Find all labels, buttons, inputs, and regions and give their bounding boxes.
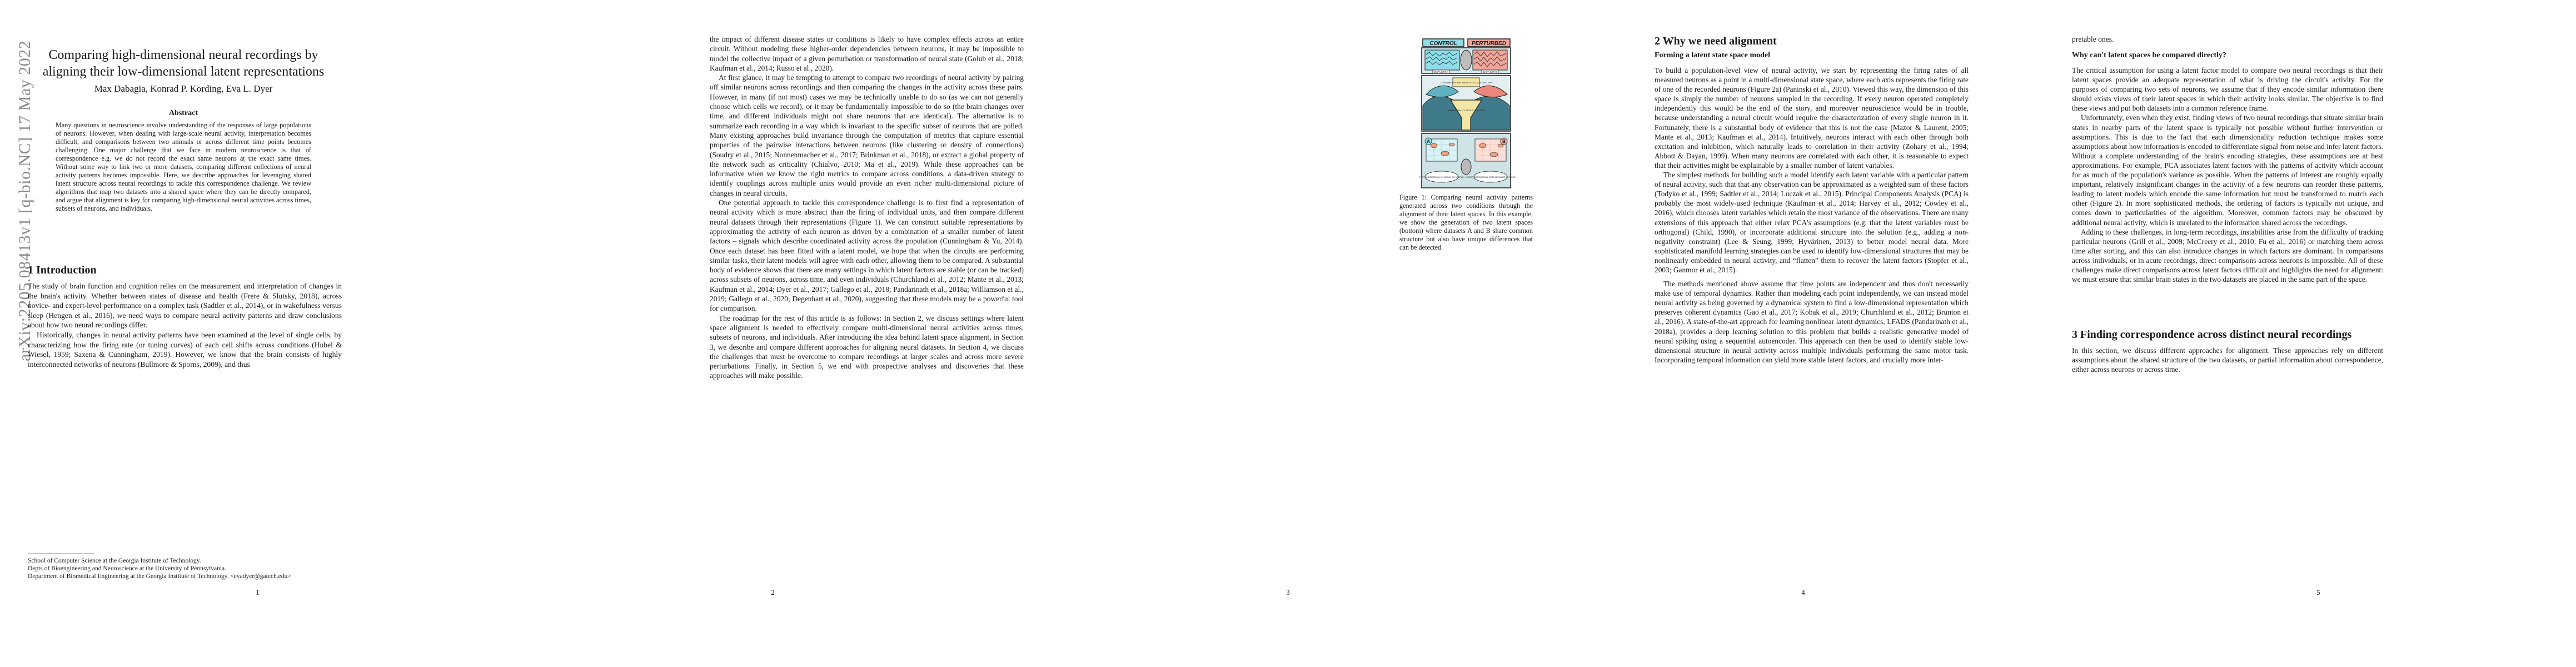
abstract-text: Many questions in neuroscience involve u… [56,121,311,212]
intro-body: The study of brain function and cognitio… [28,281,342,369]
paragraph: In this section, we discuss different ap… [2072,346,2383,374]
paragraph: The simplest methods for building such a… [1655,171,1969,274]
speech-bubble-right [1473,171,1508,183]
footnote: Depts of Bioengineering and Neuroscience… [28,565,227,572]
perturbed-banner [1467,38,1511,47]
paper-authors: Max Dabagia, Konrad P. Kording, Eva L. D… [94,83,273,94]
page-number: 2 [771,588,775,596]
section-2-heading: 2 Why we need alignment [1655,35,1777,47]
paragraph: the impact of different disease states o… [710,35,1024,72]
control-screen [1424,49,1460,71]
bubble-left-text: THEY UNDERSTAND MY BRAIN! SO USEFUL! [1419,176,1464,178]
page-4: 2 Why we need alignment Forming a latent… [1546,0,2061,667]
funnel-icon [1449,99,1483,131]
speech-bubble-left [1424,171,1459,183]
page-2-body: the impact of different disease states o… [710,34,1024,381]
data-set-a-label: DATA SET A [1434,71,1448,73]
section-3-body: In this section, we discuss different ap… [2072,346,2383,374]
latent-space-a: A [1424,137,1458,162]
perturbed-label: PERTURBED [1472,41,1506,47]
page-1: arXiv:2205.08413v1 [q-bio.NC] 17 May 202… [0,0,515,667]
page-5-lead: pretable ones. [2072,34,2383,44]
manifold-b-shape [1473,85,1508,98]
page-5-body: The critical assumption for using a late… [2072,66,2383,284]
paragraph: Adding to these challenges, in long-term… [2072,227,2383,284]
page-3: CONTROL PERTURBED DATA SET A DATA SET B [1030,0,1546,667]
paragraph: At first glance, it may be tempting to a… [710,73,1024,197]
intro-heading: 1 Introduction [28,264,97,276]
page-number: 5 [2316,588,2320,596]
paper-title: Comparing high-dimensional neural record… [42,48,325,79]
section-3-heading: 3 Finding correspondence across distinct… [2072,328,2352,341]
figure-1: CONTROL PERTURBED DATA SET A DATA SET B [1419,38,1516,188]
paragraph: The study of brain function and cognitio… [28,282,342,330]
subsection-heading: Forming a latent state space model [1655,51,1771,59]
figure-caption: Figure 1: Comparing neural activity patt… [1399,193,1533,251]
paragraph: To build a population-level view of neur… [1655,66,1969,170]
page-number: 1 [256,588,260,596]
panel-b-label: B [1502,139,1506,144]
latent-space-b: B [1474,137,1508,162]
low-dim-manifolds-label: LOW-DIMENSIONAL MANIFOLDS DATA DRILLING [1441,81,1492,84]
page-4-body: To build a population-level view of neur… [1655,66,1969,365]
footnotes: School of Computer Science at the Georgi… [28,557,342,580]
brain-creature-icon [1460,49,1472,71]
dimensionality-reduction-label: DIMENSIONALITY REDUCTION TOOL [1447,109,1486,112]
paragraph: Unfortunately, even when they exist, fin… [2072,113,2383,227]
control-banner [1422,38,1464,47]
control-label: CONTROL [1429,41,1457,47]
panel-a-label: A [1427,139,1430,144]
footnote: School of Computer Science at the Georgi… [28,558,201,564]
paragraph: pretable ones. [2072,35,2114,43]
page-2: the impact of different disease states o… [515,0,1030,667]
abstract-heading: Abstract [168,109,198,117]
paragraph: The methods mentioned above assume that … [1655,280,1969,364]
page-number: 3 [1286,588,1290,596]
subsection-heading: Why can't latent spaces be compared dire… [2072,51,2226,59]
creature-icon [1461,158,1472,175]
paragraph: The critical assumption for using a late… [2072,66,2383,113]
page-number: 4 [1801,588,1805,596]
footnote: Department of Biomedical Engineering at … [28,573,291,580]
data-set-b-label: DATA SET B [1483,71,1497,73]
page-5: pretable ones. Why can't latent spaces b… [2061,0,2576,667]
paragraph: Historically, changes in neural activity… [28,330,342,369]
paragraph: The roadmap for the rest of this article… [710,313,1024,380]
paragraph: One potential approach to tackle this co… [710,198,1024,313]
manifold-a-shape [1426,85,1459,98]
bubble-right-text: LOWER DIMENSIONAL DATA IS EASIER TO MOVE [1466,176,1516,178]
